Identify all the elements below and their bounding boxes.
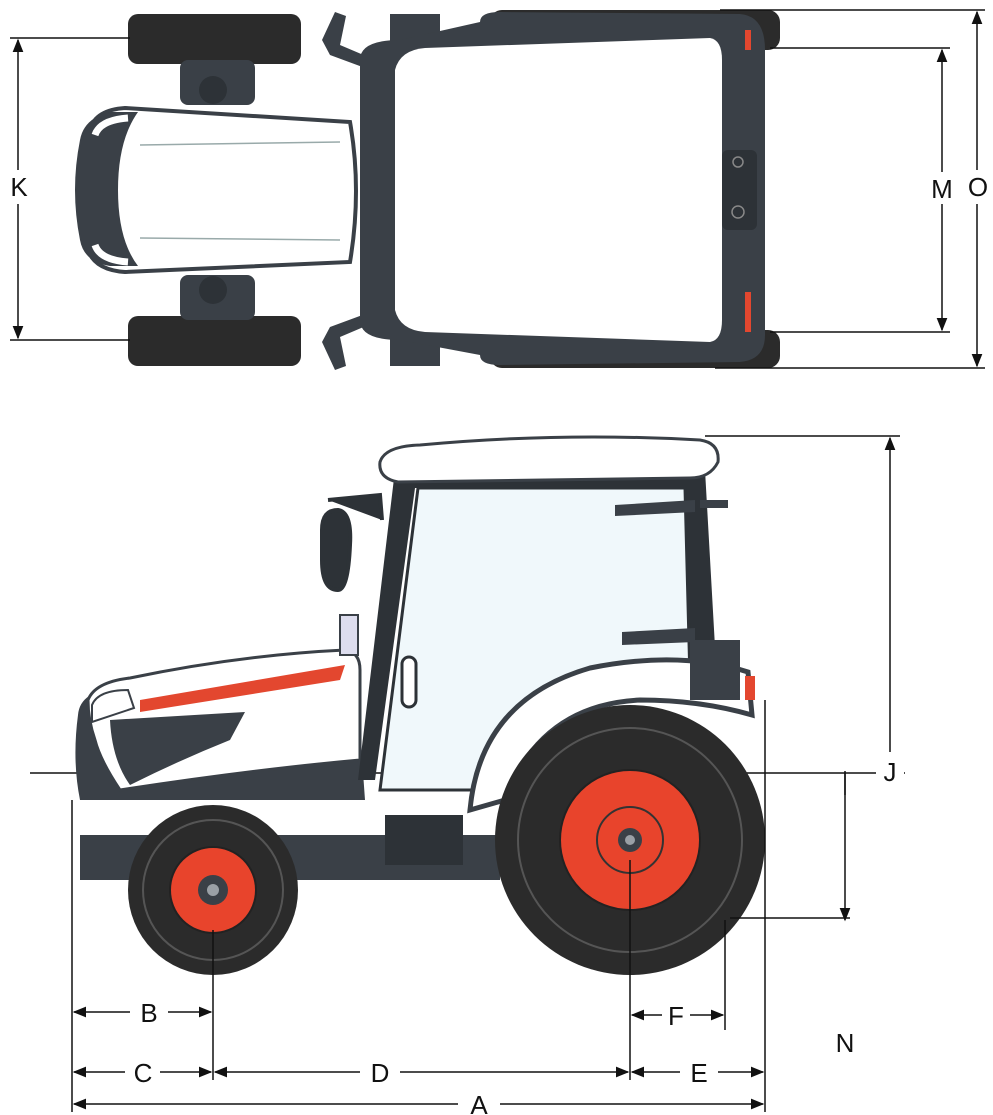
label-E: E [690, 1058, 707, 1088]
rear-fender-side [467, 657, 755, 814]
cab-frame-side [358, 470, 718, 780]
tractor-side-view [75, 435, 765, 975]
mirror-side [320, 492, 384, 593]
hood-red-stripe [140, 665, 345, 712]
hood-front-grill-top [75, 112, 138, 266]
label-N: N [836, 1028, 855, 1058]
label-J: J [884, 757, 897, 787]
label-B: B [140, 998, 157, 1028]
label-A: A [470, 1090, 488, 1115]
rear-wheel-side [495, 705, 765, 975]
cab-roof-top [395, 38, 722, 342]
label-C: C [134, 1058, 153, 1088]
label-O: O [968, 172, 988, 202]
label-K: K [10, 172, 28, 202]
front-axle-top [180, 60, 255, 320]
front-wheel-side [128, 805, 298, 975]
label-M: M [931, 174, 953, 204]
front-right-wheel-top [128, 316, 301, 366]
side-view-dimensions [71, 435, 900, 1112]
cab-roof-side [378, 435, 720, 484]
front-left-wheel-top [128, 14, 301, 64]
label-D: D [371, 1058, 390, 1088]
label-F: F [668, 1001, 684, 1031]
tractor-top-view [75, 10, 780, 370]
